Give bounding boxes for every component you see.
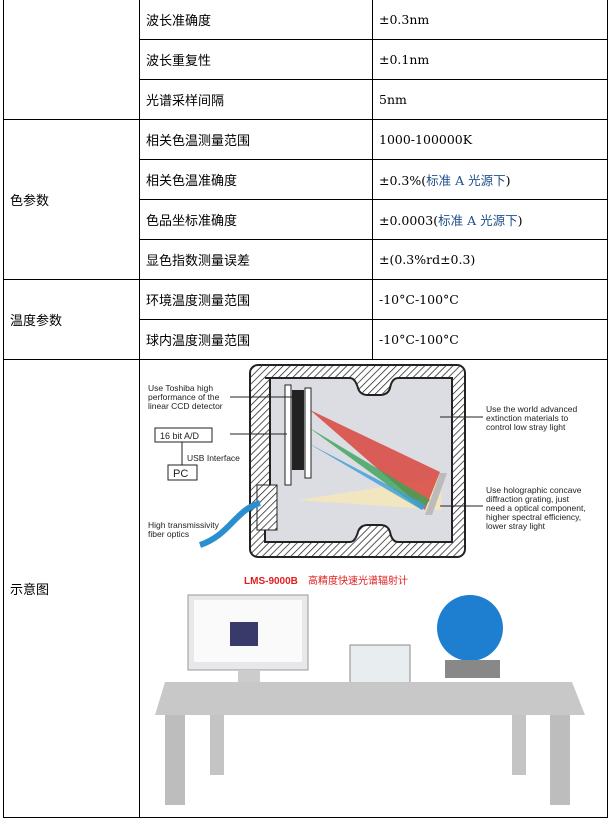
grating-label: diffraction grating, just [486, 494, 570, 504]
category-cell [3, 0, 140, 120]
chromaticity-chart [230, 622, 258, 646]
table-row: 相关色温准确度 ±0.3%(标准 A 光源下) [4, 159, 608, 200]
value-cell: -10°C-100°C [372, 319, 608, 360]
grating [425, 473, 447, 515]
table-leg [550, 715, 570, 805]
table-leg [165, 715, 185, 805]
param-cell: 环境温度测量范围 [139, 279, 373, 320]
pc-label: PC [173, 468, 188, 480]
param-cell: 波长准确度 [139, 0, 373, 40]
extinction-label: extinction materials to [486, 413, 568, 423]
value-cell: ±0.0003(标准 A 光源下) [372, 199, 608, 240]
value-note: 标准 A 光源下 [426, 173, 506, 188]
value-cell: ±(0.3%rd±0.3) [372, 239, 608, 280]
table-leg [210, 715, 224, 775]
fiber-port [256, 484, 278, 531]
value-cell: 5nm [372, 79, 608, 120]
integrating-sphere [437, 595, 503, 661]
grating-label: Use holographic concave [486, 485, 582, 495]
value-cell: ±0.1nm [372, 39, 608, 80]
extinction-label: Use the world advanced [486, 404, 577, 414]
value-text: ±0.0003( [379, 213, 439, 228]
blue-beam [306, 442, 426, 510]
param-cell: 色品坐标准确度 [139, 199, 373, 240]
table-row: 示意图 [3, 359, 608, 818]
ccd-label: linear CCD detector [148, 401, 223, 411]
ccd-board [284, 384, 292, 486]
spectrometer-diagram: Use Toshiba high performance of the line… [148, 364, 586, 805]
sphere-base [445, 660, 500, 678]
pc-box [167, 464, 198, 481]
value-cell: ±0.3%(标准 A 光源下) [372, 159, 608, 200]
value-cell: ±0.3nm [372, 0, 608, 40]
table-row: 温度参数 环境温度测量范围 -10°C-100°C [3, 279, 608, 360]
grating-label: higher spectral efficiency, [486, 512, 581, 522]
green-beam [308, 427, 430, 510]
diagram-cell: Use Toshiba high performance of the line… [139, 359, 608, 818]
fiber-label: High transmissivity [148, 520, 220, 530]
category-cell: 温度参数 [3, 279, 140, 360]
table-row: 球内温度测量范围 -10°C-100°C [4, 319, 608, 360]
ccd-label: performance of the [148, 392, 220, 402]
monitor-stand [238, 670, 260, 682]
category-cell: 示意图 [3, 359, 140, 818]
table-leg [512, 715, 526, 775]
table-row: 光谱采样间隔 5nm [4, 79, 608, 120]
value-text: ) [517, 213, 523, 228]
param-cell: 显色指数测量误差 [139, 239, 373, 280]
ccd-label: Use Toshiba high [148, 383, 213, 393]
param-cell: 球内温度测量范围 [139, 319, 373, 360]
ad-label: 16 bit A/D [160, 431, 200, 441]
table-top [155, 682, 585, 715]
table-row: 显色指数测量误差 ±(0.3%rd±0.3) [4, 239, 608, 280]
usb-label: USB Interface [187, 453, 240, 463]
table-row: 波长准确度 ±0.3nm [3, 0, 608, 120]
value-cell: 1000-100000K [372, 119, 608, 160]
param-cell: 相关色温测量范围 [139, 119, 373, 160]
value-cell: -10°C-100°C [372, 279, 608, 320]
value-note: 标准 A 光源下 [438, 213, 518, 228]
ccd-detector-icon [292, 390, 304, 470]
fiber-cable [198, 500, 261, 548]
model-label: LMS-9000B [244, 576, 298, 587]
table-row: 波长重复性 ±0.1nm [4, 39, 608, 80]
ccd-plate [304, 387, 312, 479]
param-cell: 相关色温准确度 [139, 159, 373, 200]
grating-label: need a optical component, [486, 503, 586, 513]
red-beam [310, 410, 440, 510]
extinction-label: control low stray light [486, 422, 566, 432]
grating-label: lower stray light [486, 521, 546, 531]
instrument-box [349, 644, 411, 684]
ad-box [154, 427, 213, 443]
category-cell: 色参数 [3, 119, 140, 280]
product-name: 高精度快速光谱辐射计 [308, 574, 408, 587]
param-cell: 光谱采样间隔 [139, 79, 373, 120]
table-row: 色参数 相关色温测量范围 1000-100000K [3, 119, 608, 280]
spec-table: 波长准确度 ±0.3nm 波长重复性 ±0.1nm 光谱采样间隔 5nm 色参数… [3, 0, 608, 818]
fiber-label: fiber optics [148, 529, 189, 539]
param-cell: 波长重复性 [139, 39, 373, 80]
value-text: ±0.3%( [379, 173, 427, 188]
value-text: ) [505, 173, 511, 188]
